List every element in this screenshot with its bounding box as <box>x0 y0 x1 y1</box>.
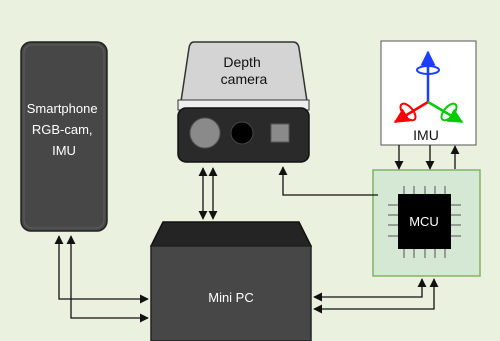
edge-phone-pc-2 <box>66 235 149 323</box>
camera-sensor-icon <box>230 121 254 145</box>
depth-camera-label-line-2: camera <box>221 71 268 87</box>
mcu-label: MCU <box>409 214 439 229</box>
edge-mcu-camera <box>278 166 378 196</box>
depth-camera-label: Depth camera <box>221 54 268 87</box>
edge-mcu-pc-2 <box>313 278 439 314</box>
mcu-chip-icon <box>398 194 451 249</box>
edge-phone-pc-1 <box>54 235 149 304</box>
connectors <box>54 145 460 323</box>
mcu-node: MCU <box>372 169 481 277</box>
imu-label: IMU <box>413 127 439 143</box>
smartphone-label-line-1: Smartphone <box>27 101 98 116</box>
smartphone-label-line-3: IMU <box>52 143 76 158</box>
camera-projector-icon <box>270 123 290 143</box>
smartphone-label-line-2: RGB-cam, <box>32 122 93 137</box>
mini-pc-label: Mini PC <box>208 290 254 305</box>
imu-axes-icon <box>393 50 464 124</box>
smartphone-label: Smartphone RGB-cam, IMU <box>27 101 101 158</box>
imu-node: IMU <box>380 40 477 146</box>
depth-camera-label-line-1: Depth <box>223 54 260 70</box>
camera-lens-icon <box>189 117 221 149</box>
depth-camera-node: Depth camera <box>177 41 310 163</box>
edge-mcu-pc-1 <box>313 278 427 302</box>
mini-pc-node: Mini PC <box>149 221 313 341</box>
smartphone-node: Smartphone RGB-cam, IMU <box>20 41 108 232</box>
